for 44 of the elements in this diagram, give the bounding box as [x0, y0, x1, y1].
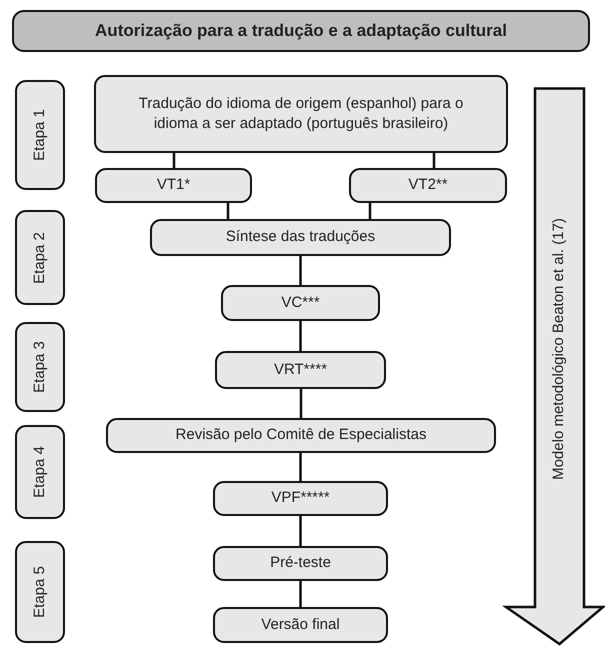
connector-line — [226, 203, 230, 219]
box-text: Etapa 3 — [30, 341, 49, 393]
box-text: Etapa 1 — [30, 109, 49, 161]
process-box — [215, 351, 386, 389]
process-box — [95, 168, 252, 203]
connector-line — [299, 581, 302, 607]
direction-arrow-band — [504, 87, 605, 646]
box-text: VT2** — [408, 175, 448, 196]
process-box — [150, 219, 451, 256]
stage-label-box — [15, 541, 65, 643]
box-text: Etapa 4 — [30, 446, 49, 498]
box-text: VC*** — [281, 292, 320, 313]
box-text: Etapa 2 — [30, 232, 49, 284]
stage-label-box — [15, 322, 65, 412]
stage-label-box — [15, 425, 65, 519]
process-box — [213, 607, 388, 643]
connector-line — [368, 203, 372, 219]
box-text: Versão final — [261, 614, 340, 635]
box-text: Revisão pelo Comitê de Especialistas — [176, 425, 426, 446]
process-box — [221, 285, 380, 321]
process-box — [94, 75, 508, 153]
heading-banner — [12, 10, 590, 52]
process-box — [349, 168, 507, 203]
box-text: Pré-teste — [270, 553, 331, 574]
box-text: Autorização para a tradução e a adaptação cultural — [95, 20, 507, 42]
stage-label-box — [15, 210, 65, 305]
process-box — [213, 546, 388, 581]
box-text: VPF***** — [271, 488, 330, 508]
box-text: VT1* — [156, 175, 190, 196]
box-text: VRT**** — [274, 360, 328, 380]
connector-line — [299, 516, 302, 546]
box-text: Etapa 5 — [30, 566, 49, 618]
connector-line — [299, 321, 302, 351]
connector-line — [432, 153, 436, 168]
box-text: Síntese das traduções — [226, 227, 376, 248]
connector-line — [172, 153, 176, 168]
connector-line — [300, 389, 302, 418]
connector-line — [299, 453, 302, 481]
box-text: Modelo metodológico Beaton et al. (17) — [548, 218, 568, 480]
box-text: Tradução do idioma de origem (espanhol) para o idioma a ser adaptado (português brasileiro) — [138, 94, 464, 134]
stage-label-box — [15, 80, 65, 190]
process-box — [213, 481, 388, 516]
connector-line — [299, 256, 302, 285]
process-box — [106, 418, 496, 453]
